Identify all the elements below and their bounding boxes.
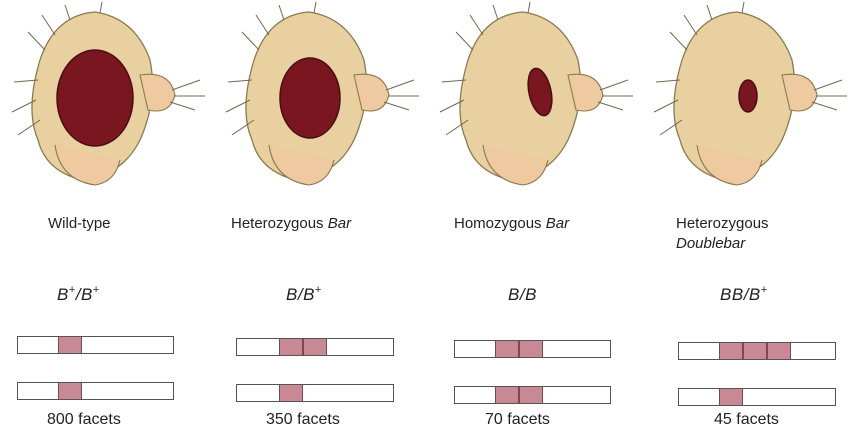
genotype-name: Wild-type: [48, 214, 111, 234]
chromosome-bottom: [678, 388, 836, 406]
genotype-name: Heterozygous Bar: [231, 214, 351, 234]
chromosome-bottom: [236, 384, 394, 402]
chromosome-bottom: [454, 386, 611, 404]
facet-count: 800 facets: [47, 411, 121, 429]
facet-count: 45 facets: [714, 411, 779, 429]
facet-count: 350 facets: [266, 411, 340, 429]
bar-segment: [495, 387, 519, 403]
bar-segment: [743, 343, 767, 359]
bar-segment: [279, 385, 303, 401]
panel-homozygous-bar: Homozygous Bar B/B 70 facets: [428, 0, 642, 436]
compound-eye: [739, 80, 757, 112]
panel-heterozygous-doublebar: Heterozygous Doublebar BB/B+ 45 facets: [642, 0, 856, 436]
bar-segment: [495, 341, 519, 357]
panel-heterozygous-bar: Heterozygous Bar B/B+ 350 facets: [214, 0, 428, 436]
genotype-name: Heterozygous Doublebar: [676, 214, 769, 254]
compound-eye: [57, 50, 133, 146]
facet-count: 70 facets: [485, 411, 550, 429]
bar-segment: [719, 389, 743, 405]
chromosome-top: [678, 342, 836, 360]
fly-head-icon: [214, 0, 428, 200]
chromosome-top: [236, 338, 394, 356]
fly-head-icon: [428, 0, 642, 200]
bar-segment: [279, 339, 303, 355]
genotype-label: B/B: [508, 284, 537, 305]
bar-segment: [767, 343, 791, 359]
bar-segment: [303, 339, 327, 355]
bar-segment: [519, 387, 543, 403]
bar-segment: [58, 337, 82, 353]
chromosome-top: [17, 336, 174, 354]
chromosome-bottom: [17, 382, 174, 400]
compound-eye: [280, 58, 340, 138]
bar-segment: [719, 343, 743, 359]
panel-wild-type: Wild-type B+/B+ 800 facets: [0, 0, 214, 436]
bar-segment: [58, 383, 82, 399]
fly-head-icon: [642, 0, 856, 200]
genotype-label: B+/B+: [57, 284, 100, 305]
bar-segment: [519, 341, 543, 357]
chromosome-top: [454, 340, 611, 358]
genotype-name: Homozygous Bar: [454, 214, 569, 234]
fly-head-icon: [0, 0, 214, 200]
genotype-label: B/B+: [286, 284, 322, 305]
genotype-label: BB/B+: [720, 284, 768, 305]
